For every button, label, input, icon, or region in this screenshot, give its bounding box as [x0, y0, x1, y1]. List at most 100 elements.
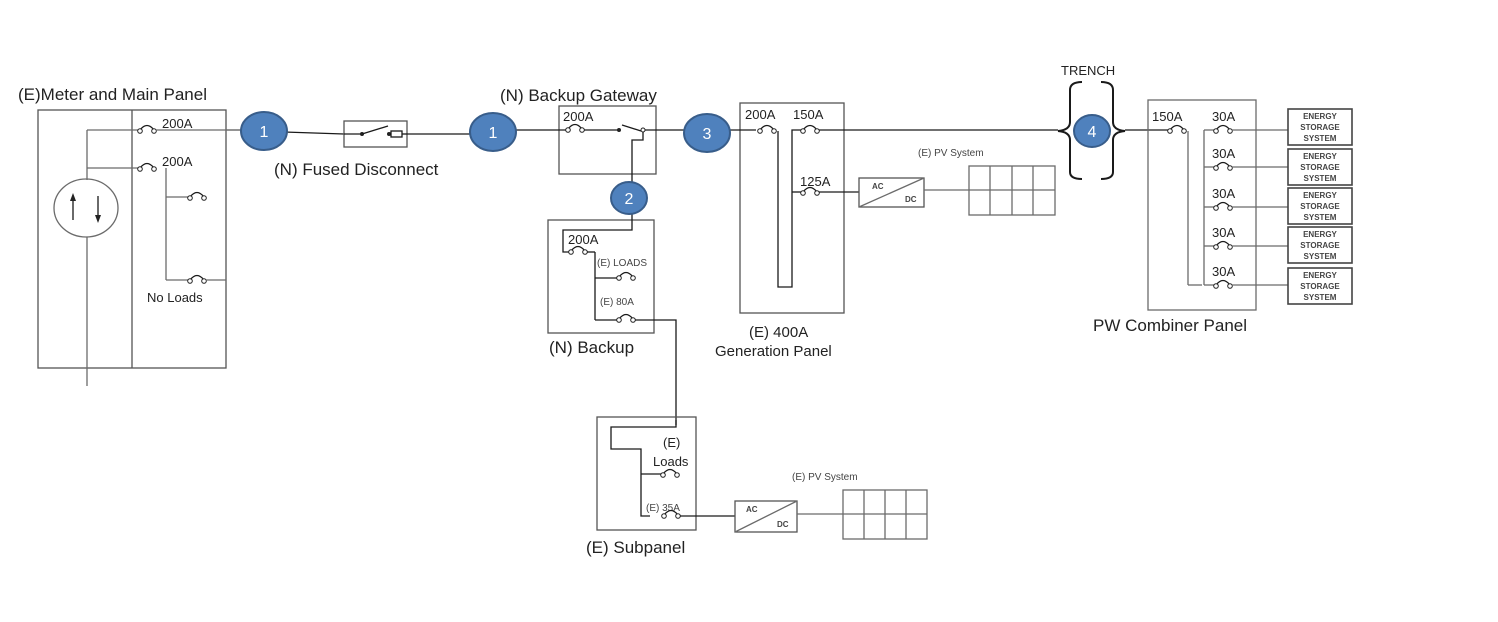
energy-storage-system: ENERGY STORAGE SYSTEM [1287, 267, 1353, 305]
ess-label-line: ENERGY [1303, 230, 1337, 239]
ess-label-line: ENERGY [1303, 112, 1337, 121]
node-number: 2 [625, 191, 634, 208]
no-loads-label: No Loads [147, 290, 203, 305]
breaker-label: 200A [568, 232, 599, 247]
breaker-30a [1213, 201, 1233, 211]
energy-storage-system: ENERGY STORAGE SYSTEM [1287, 108, 1353, 146]
backup-panel: 200A (E) LOADS (E) 80A (N) Backup [547, 212, 677, 425]
combiner-branch: 30A ENERGY STORAGE SYSTEM [1204, 108, 1353, 146]
breaker-label: 125A [800, 174, 831, 189]
fused-disconnect: (N) Fused Disconnect [274, 120, 472, 179]
trench-label: TRENCH [1061, 63, 1115, 78]
node-number: 1 [260, 124, 269, 141]
node-marker-2[interactable]: 2 [610, 181, 648, 215]
ess-label-line: STORAGE [1300, 241, 1340, 250]
node-marker-4[interactable]: 4 [1073, 114, 1111, 148]
pv-array-icon [968, 165, 1056, 216]
loads-label-line2: Loads [653, 454, 689, 469]
breaker-label: 30A [1212, 264, 1235, 279]
breaker-200a-second [137, 162, 157, 172]
ess-label-line: SYSTEM [1304, 174, 1337, 183]
inverter-dc-label: DC [777, 520, 789, 529]
loads-label: (E) LOADS [597, 258, 647, 269]
inverter-icon: AC DC [858, 177, 925, 208]
ess-label-line: SYSTEM [1304, 213, 1337, 222]
ess-label-line: ENERGY [1303, 191, 1337, 200]
generation-panel-title-line2: Generation Panel [715, 343, 832, 360]
ess-label-line: STORAGE [1300, 282, 1340, 291]
breaker-label: 30A [1212, 109, 1235, 124]
node-number: 3 [703, 126, 712, 143]
breaker-30a [1213, 240, 1233, 250]
breaker-label: 150A [1152, 109, 1183, 124]
ess-label-line: ENERGY [1303, 271, 1337, 280]
node-number: 1 [489, 125, 498, 142]
breaker-80a-label: (E) 80A [600, 297, 634, 308]
pv-system-label: (E) PV System [792, 472, 858, 483]
bidirectional-meter-icon [53, 178, 119, 238]
fused-disconnect-label: (N) Fused Disconnect [274, 160, 439, 179]
breaker-30a [1213, 124, 1233, 134]
combiner-branch: 30A ENERGY STORAGE SYSTEM [1204, 225, 1353, 264]
breaker-label: 200A [745, 107, 776, 122]
combiner-branch: 30A ENERGY STORAGE SYSTEM [1204, 146, 1353, 186]
ess-label-line: ENERGY [1303, 152, 1337, 161]
subpanel: (E) Loads (E) 35A AC DC (E) PV System (E… [586, 416, 928, 557]
breaker-200a-backup [568, 245, 588, 255]
backup-panel-title: (N) Backup [549, 338, 634, 357]
pv-system-label: (E) PV System [918, 148, 984, 159]
node-marker-1a[interactable]: 1 [240, 111, 288, 151]
breaker-label: 200A [162, 154, 193, 169]
node-number: 4 [1088, 124, 1097, 141]
pv-array-icon [842, 489, 928, 540]
breaker-label: 30A [1212, 225, 1235, 240]
ess-label-line: SYSTEM [1304, 134, 1337, 143]
backup-gateway: (N) Backup Gateway 200A [500, 86, 686, 188]
combiner-branch: 30A ENERGY STORAGE SYSTEM [1204, 186, 1353, 225]
breaker-label: 200A [162, 116, 193, 131]
ess-label-line: STORAGE [1300, 123, 1340, 132]
breaker-200a-generation [757, 124, 777, 134]
ess-label-line: STORAGE [1300, 202, 1340, 211]
ess-label-line: SYSTEM [1304, 252, 1337, 261]
breaker-35a-label: (E) 35A [646, 503, 680, 514]
ess-label-line: SYSTEM [1304, 293, 1337, 302]
breaker-150a [800, 124, 820, 134]
breaker-30a [1213, 279, 1233, 289]
breaker-label: 30A [1212, 186, 1235, 201]
breaker-200a-main [137, 124, 157, 134]
combiner-branch: 30A ENERGY STORAGE SYSTEM [1204, 264, 1353, 305]
inverter-ac-label: AC [872, 182, 884, 191]
energy-storage-system: ENERGY STORAGE SYSTEM [1287, 187, 1353, 225]
breaker-label: 30A [1212, 146, 1235, 161]
inverter-dc-label: DC [905, 195, 917, 204]
breaker-200a-gateway [565, 123, 585, 133]
breaker-loads [660, 468, 680, 478]
generation-panel: 200A 150A 125A AC DC (E) PV System (E) 4… [715, 102, 1058, 360]
inverter-ac-label: AC [746, 505, 758, 514]
node-marker-1b[interactable]: 1 [469, 112, 517, 152]
subpanel-title: (E) Subpanel [586, 538, 685, 557]
breaker-branch [187, 191, 207, 201]
breaker-150a-combiner [1167, 124, 1187, 134]
breaker-loads [616, 271, 636, 281]
energy-storage-system: ENERGY STORAGE SYSTEM [1287, 226, 1353, 264]
breaker-80a [616, 313, 636, 323]
breaker-label: 200A [563, 109, 594, 124]
trench: TRENCH [1057, 63, 1170, 180]
generation-panel-title-line1: (E) 400A [749, 324, 808, 341]
node-marker-3[interactable]: 3 [683, 113, 731, 153]
breaker-label: 150A [793, 107, 824, 122]
energy-storage-system: ENERGY STORAGE SYSTEM [1287, 148, 1353, 186]
breaker-no-loads [187, 274, 207, 284]
backup-gateway-title: (N) Backup Gateway [500, 86, 657, 105]
main-panel-title: (E)Meter and Main Panel [18, 85, 207, 104]
inverter-icon: AC DC [734, 500, 798, 533]
ess-label-line: STORAGE [1300, 163, 1340, 172]
combiner-panel: 150A 30A ENERGY STORAGE SYSTEM 30A ENERGY STOR… [1093, 99, 1353, 335]
combiner-panel-title: PW Combiner Panel [1093, 316, 1247, 335]
main-panel: (E)Meter and Main Panel 200A 200A No Loa… [18, 85, 240, 386]
breaker-30a [1213, 161, 1233, 171]
loads-label-line1: (E) [663, 435, 680, 450]
